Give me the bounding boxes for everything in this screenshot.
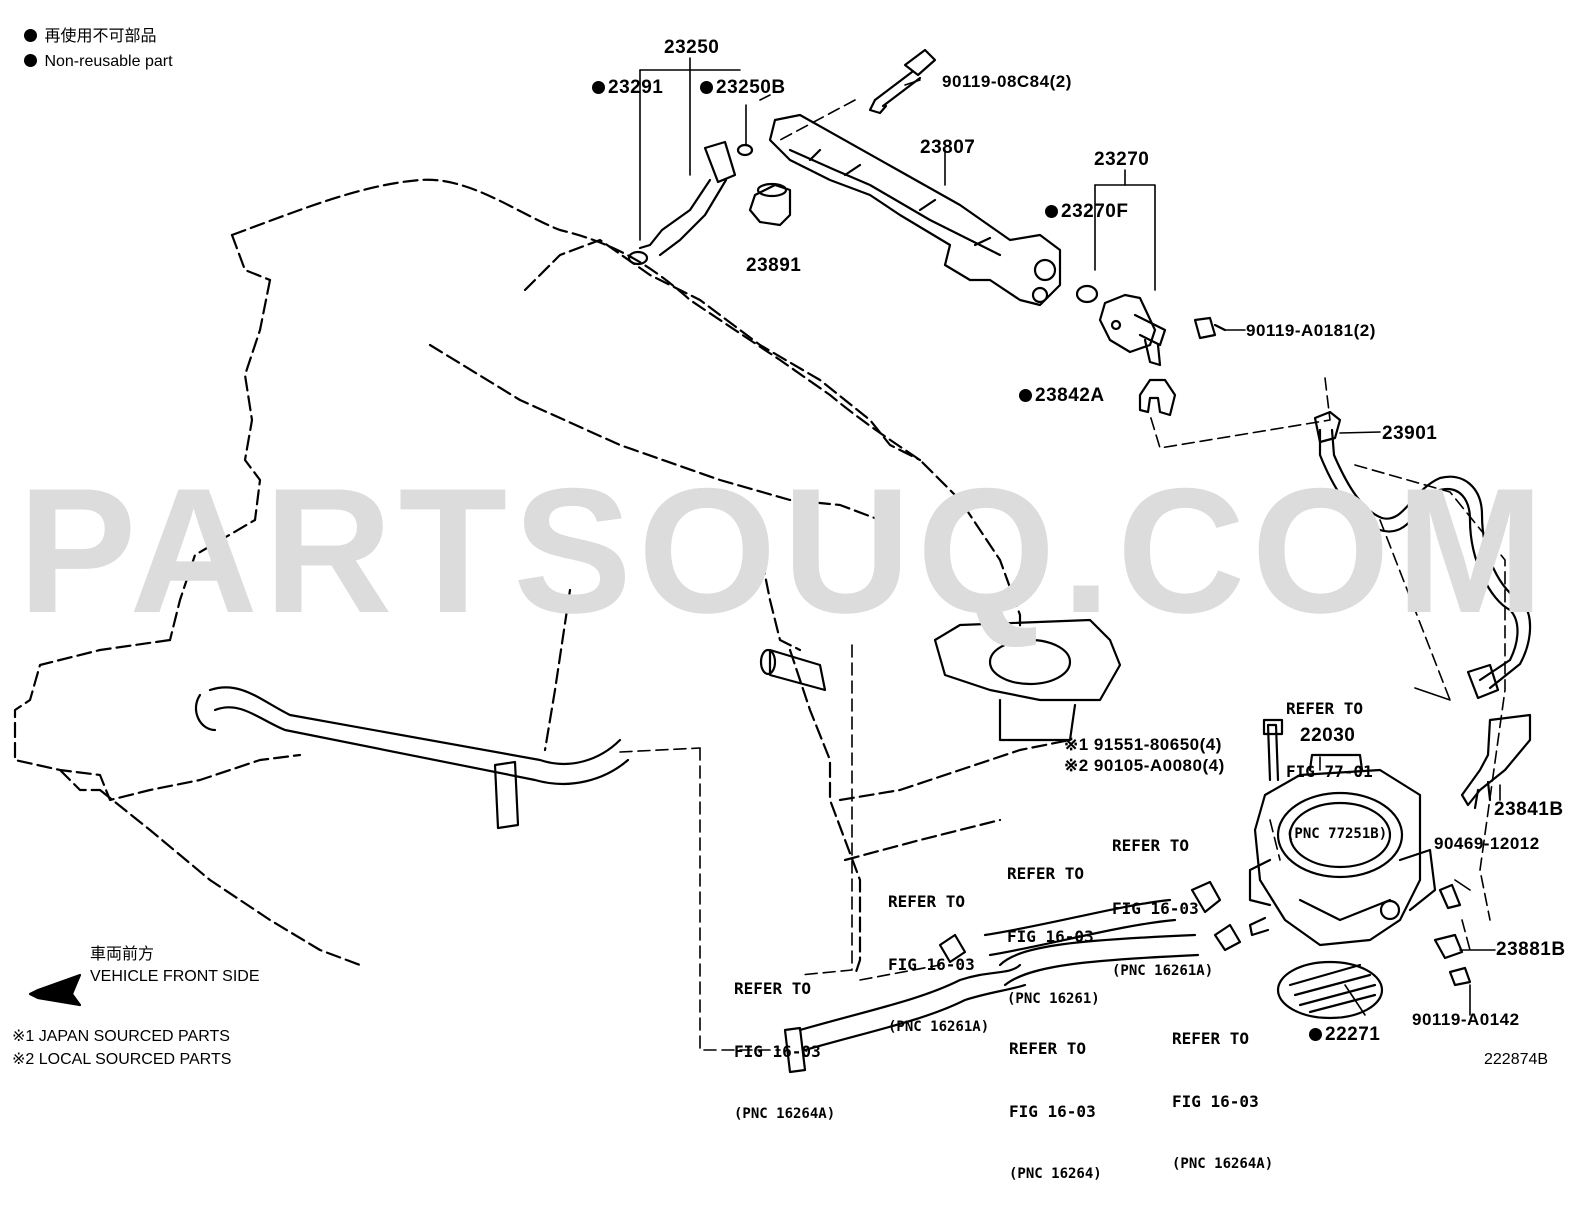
fuel-rail-drawing: [768, 113, 1062, 307]
legend-english: Non-reusable part: [24, 54, 173, 70]
non-reusable-dot-icon: [1309, 1028, 1322, 1041]
parts-diagram: PARTSOUQ.COM 再使用不可部品 Non-reusable part 2…: [12, 29, 1566, 1183]
vehicle-front-english: VEHICLE FRONT SIDE: [90, 968, 260, 985]
footnote-japan-sourced: ※1 JAPAN SOURCED PARTS: [12, 1028, 230, 1045]
vehicle-front-japanese: 車両前方: [90, 946, 155, 963]
footnote-local-sourced: ※2 LOCAL SOURCED PARTS: [12, 1051, 232, 1068]
part-label-23807[interactable]: 23807: [920, 137, 976, 158]
part-label-23250[interactable]: 23250: [664, 37, 720, 58]
legend-japanese: 再使用不可部品: [24, 29, 156, 45]
legend-japanese-text: 再使用不可部品: [44, 28, 157, 45]
part-label-23841b[interactable]: 23841B: [1494, 799, 1564, 820]
watermark-text: PARTSOUQ.COM: [17, 451, 1551, 650]
part-label-90119-08c84[interactable]: 90119-08C84(2): [942, 72, 1072, 91]
part-label-22030[interactable]: 22030: [1300, 725, 1356, 746]
reference-callout[interactable]: REFER TO FIG 16-03 (PNC 16261A): [1112, 836, 1214, 979]
part-label-90119-a0181[interactable]: 90119-A0181(2): [1246, 321, 1376, 340]
part-label-90105-a0080[interactable]: ※2 90105-A0080(4): [1064, 756, 1225, 775]
non-reusable-dot-icon: [24, 29, 37, 42]
part-label-90119-a0142[interactable]: 90119-A0142: [1412, 1010, 1520, 1029]
clip-drawing: [1138, 378, 1177, 417]
fuel-hose-drawing: [1313, 410, 1532, 700]
part-label-23270[interactable]: 23270: [1094, 149, 1150, 170]
reference-callout[interactable]: REFER TO FIG 16-03 (PNC 16264A): [734, 979, 836, 1122]
front-arrow-icon: [28, 973, 82, 1007]
reference-callout[interactable]: REFER TO FIG 16-03 (PNC 16264A): [1172, 1029, 1274, 1172]
part-label-23270f[interactable]: 23270F: [1045, 202, 1128, 221]
gasket-drawing: [1276, 960, 1384, 1020]
manifold-flange-drawing: [933, 618, 1122, 742]
non-reusable-dot-icon: [24, 54, 37, 67]
part-label-23250b[interactable]: 23250B: [700, 78, 786, 97]
non-reusable-dot-icon: [1045, 205, 1058, 218]
bolt-drawing: [868, 48, 937, 115]
part-label-91551-80650[interactable]: ※1 91551-80650(4): [1064, 735, 1222, 754]
engine-line-art: [13, 48, 1532, 1074]
solid-leaders: [639, 57, 1501, 1016]
part-label-23881b[interactable]: 23881B: [1496, 939, 1566, 960]
non-reusable-dot-icon: [700, 81, 713, 94]
reference-callout[interactable]: REFER TO FIG 16-03 (PNC 16261A): [888, 892, 990, 1035]
water-hoses-drawing: [783, 898, 1200, 1074]
part-label-23891[interactable]: 23891: [746, 255, 802, 276]
non-reusable-dot-icon: [1019, 389, 1032, 402]
part-label-23842a[interactable]: 23842A: [1019, 386, 1105, 405]
part-label-90469-12012[interactable]: 90469-12012: [1434, 834, 1540, 853]
diagram-id: 222874B: [1484, 1051, 1549, 1068]
throttle-body-drawing: [1248, 718, 1437, 947]
leader-lines: [619, 94, 1506, 1051]
part-label-23901[interactable]: 23901: [1382, 423, 1438, 444]
side-pipe-drawing: [194, 686, 630, 830]
legend-english-text: Non-reusable part: [44, 53, 173, 70]
insulator-drawing: [748, 182, 792, 227]
hose-clips-drawing: [938, 880, 1472, 987]
bracket-drawing: [1460, 713, 1532, 810]
reference-callout[interactable]: REFER TO FIG 77-01 (PNC 77251B): [1286, 699, 1388, 842]
reference-callout[interactable]: REFER TO FIG 16-03 (PNC 16261): [1007, 864, 1100, 1007]
fuel-inlet-drawing: [1075, 284, 1227, 367]
part-label-22271[interactable]: 22271: [1309, 1025, 1380, 1044]
non-reusable-dot-icon: [592, 81, 605, 94]
vacuum-tube-drawing: [759, 648, 827, 692]
injector-drawing: [627, 140, 754, 266]
reference-callout[interactable]: REFER TO FIG 16-03 (PNC 16264): [1009, 1039, 1102, 1182]
part-label-23291[interactable]: 23291: [592, 78, 663, 97]
engine-outline: [13, 178, 1072, 977]
